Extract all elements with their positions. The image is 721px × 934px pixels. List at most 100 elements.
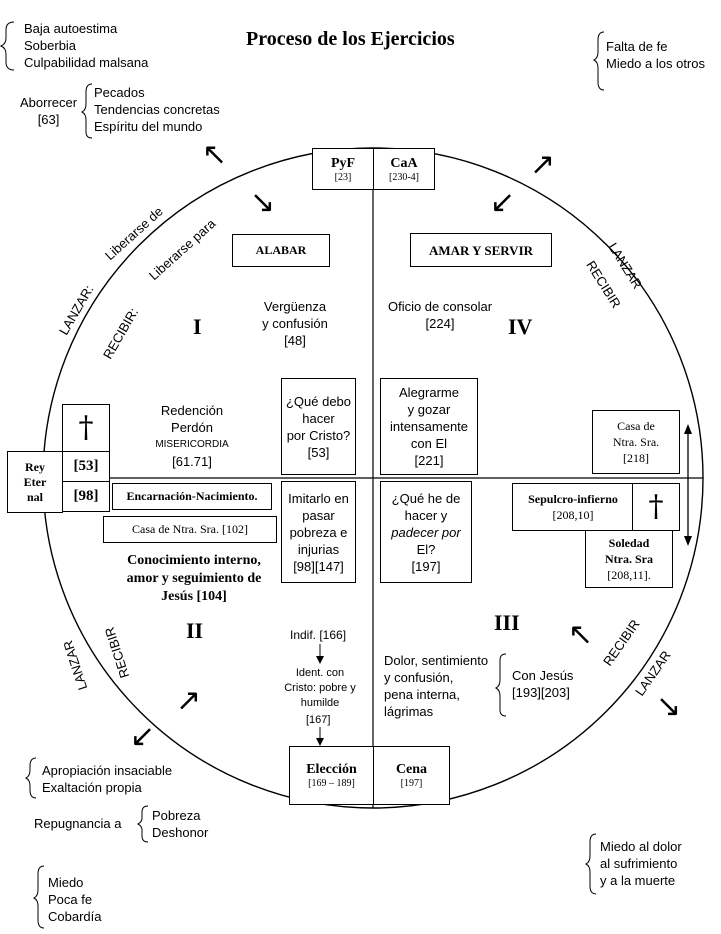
con-jesus-text: Con Jesús [193][203] bbox=[512, 667, 573, 701]
arrow-down-right-icon: ↘ bbox=[250, 185, 276, 220]
dolor-line-2: y confusión, bbox=[384, 670, 454, 685]
que-he-de-box: ¿Qué he de hacer y padecer por El? [197] bbox=[380, 481, 472, 583]
bracket-top-right bbox=[592, 31, 605, 91]
arrow-down-left-icon: ↙ bbox=[490, 185, 516, 220]
nal-line: nal bbox=[26, 489, 43, 504]
aborrecer-item-espiritu: Espíritu del mundo bbox=[94, 119, 203, 134]
amar-servir-label: AMAR Y SERVIR bbox=[428, 242, 534, 258]
eleccion-box: Elección [169 – 189] bbox=[289, 746, 374, 805]
aborrecer-ref: [63] bbox=[37, 112, 60, 127]
alabar-box: ALABAR bbox=[232, 234, 330, 267]
que-he-line-2: hacer y bbox=[404, 507, 448, 523]
caa-box: CaA [230-4] bbox=[373, 148, 435, 190]
verguenza-ref: [48] bbox=[284, 333, 306, 348]
repugnancia-label: Repugnancia a bbox=[34, 816, 122, 831]
arrow-up-right-icon: ↗ bbox=[530, 147, 556, 182]
ident-line-3: humilde bbox=[300, 697, 340, 709]
verguenza-line-1: Vergüenza bbox=[263, 299, 327, 314]
rey-eternal-box: Rey Eter nal bbox=[7, 451, 63, 513]
que-he-line-4: El? bbox=[416, 541, 436, 557]
bracket-repugnancia bbox=[136, 805, 149, 843]
rey-line: Rey bbox=[25, 459, 45, 474]
eleccion-ref: [169 – 189] bbox=[308, 778, 355, 789]
oficio-line: Oficio de consolar bbox=[387, 299, 493, 314]
imitarlo-line-4: injurias bbox=[297, 541, 340, 557]
eleccion-label: Elección bbox=[306, 762, 357, 777]
note-exaltacion: Exaltación propia bbox=[42, 780, 142, 795]
casa-ntra-sra-102-box: Casa de Ntra. Sra. [102] bbox=[103, 516, 277, 543]
que-he-line-1: ¿Qué he de bbox=[391, 490, 461, 506]
note-baja-autoestima: Baja autoestima bbox=[24, 21, 118, 36]
bracket-aborrecer bbox=[80, 83, 93, 139]
ref-167: [167] bbox=[306, 714, 331, 726]
alegrarme-line-3: intensamente bbox=[389, 419, 469, 434]
alegrarme-ref: [221] bbox=[414, 453, 444, 468]
repugnancia-deshonor: Deshonor bbox=[152, 825, 209, 840]
pyf-ref: [23] bbox=[334, 171, 352, 183]
oficio-text: Oficio de consolar [224] bbox=[382, 298, 498, 332]
soledad-line-1: Soledad bbox=[608, 536, 650, 550]
que-debo-line-1: ¿Qué debo bbox=[285, 393, 352, 409]
indif-arrow-head bbox=[316, 656, 324, 664]
bracket-con-jesus bbox=[494, 653, 507, 717]
cena-ref: [197] bbox=[400, 778, 423, 789]
aborrecer-items: Pecados Tendencias concretas Espíritu de… bbox=[94, 84, 220, 135]
double-arrow-head-up bbox=[684, 424, 692, 434]
quadrant-i-numeral: I bbox=[193, 314, 202, 339]
ref-53-box: [53] bbox=[62, 451, 110, 482]
verguenza-text: Vergüenza y confusión [48] bbox=[252, 298, 338, 349]
repugnancia-pobreza: Pobreza bbox=[152, 808, 201, 823]
alegrarme-line-4: con El bbox=[410, 436, 448, 451]
note-sufrimiento: al sufrimiento bbox=[600, 856, 678, 871]
note-miedo-dolor: Miedo al dolor bbox=[600, 839, 682, 854]
casa-ntra-line-1: Casa de bbox=[617, 419, 655, 433]
note-miedo-otros: Miedo a los otros bbox=[606, 56, 705, 71]
bottom-left-notes: Apropiación insaciable Exaltación propia bbox=[42, 762, 172, 796]
perdon-line: Perdón bbox=[171, 420, 213, 435]
quadrant-iv-numeral: IV bbox=[508, 314, 533, 339]
encarnacion-box: Encarnación-Nacimiento. bbox=[112, 483, 272, 510]
con-jesus-ref: [193][203] bbox=[512, 685, 570, 700]
indif-label: Indif. [166] bbox=[290, 628, 347, 642]
ident-text: Ident. con Cristo: pobre y humilde bbox=[270, 666, 370, 711]
quadrant-iii-numeral: III bbox=[494, 610, 520, 635]
alabar-label: ALABAR bbox=[255, 243, 307, 257]
imitarlo-line-1: Imitarlo en bbox=[288, 490, 349, 506]
cena-box: Cena [197] bbox=[373, 746, 450, 805]
alegrarme-line-1: Alegrarme bbox=[399, 385, 459, 400]
caa-ref: [230-4] bbox=[389, 171, 419, 183]
dolor-line-1: Dolor, sentimiento bbox=[384, 653, 489, 668]
cross-icon-left: † bbox=[62, 404, 110, 452]
aborrecer-label: Aborrecer [63] bbox=[20, 94, 77, 128]
con-jesus-line: Con Jesús bbox=[512, 668, 574, 683]
aborrecer-text: Aborrecer bbox=[20, 95, 78, 110]
ref-98-box: [98] bbox=[62, 481, 110, 512]
redencion-text: Redención Perdón MISERICORDIA [61.71] bbox=[134, 402, 250, 470]
alegrarme-line-2: y gozar bbox=[407, 402, 451, 417]
amar-servir-box: AMAR Y SERVIR bbox=[410, 233, 552, 267]
repugnancia-items: Pobreza Deshonor bbox=[152, 807, 208, 841]
note-apropiacion: Apropiación insaciable bbox=[42, 763, 173, 778]
casa-ntra-line-2: Ntra. Sra. bbox=[612, 435, 660, 449]
dolor-text: Dolor, sentimiento y confusión, pena int… bbox=[384, 652, 488, 720]
que-debo-ref: [53] bbox=[307, 444, 330, 460]
bottom-far-left-notes: Miedo Poca fe Cobardía bbox=[48, 874, 101, 925]
note-poca-fe: Poca fe bbox=[48, 892, 93, 907]
bracket-bottom-far-left bbox=[32, 865, 45, 929]
que-he-ref: [197] bbox=[411, 558, 441, 574]
bottom-right-notes: Miedo al dolor al sufrimiento y a la mue… bbox=[600, 838, 682, 889]
imitarlo-line-2: pasar bbox=[302, 507, 335, 523]
ident-line-1: Ident. con bbox=[295, 667, 345, 679]
redencion-line: Redención bbox=[160, 403, 224, 418]
que-debo-box: ¿Qué debo hacer por Cristo? [53] bbox=[281, 378, 356, 475]
ident-line-2: Cristo: pobre y bbox=[284, 682, 356, 694]
bracket-bottom-left bbox=[24, 757, 37, 799]
note-culpabilidad: Culpabilidad malsana bbox=[24, 55, 149, 70]
arrow-down-left-icon-lower: ↙ bbox=[130, 719, 156, 754]
que-debo-line-2: hacer bbox=[302, 410, 335, 426]
conocimiento-line-2: amor y seguimiento de bbox=[126, 571, 262, 586]
quadrant-ii-numeral: II bbox=[186, 618, 204, 643]
alegrarme-box: Alegrarme y gozar intensamente con El [2… bbox=[380, 378, 478, 475]
note-cobardia: Cobardía bbox=[48, 909, 102, 924]
